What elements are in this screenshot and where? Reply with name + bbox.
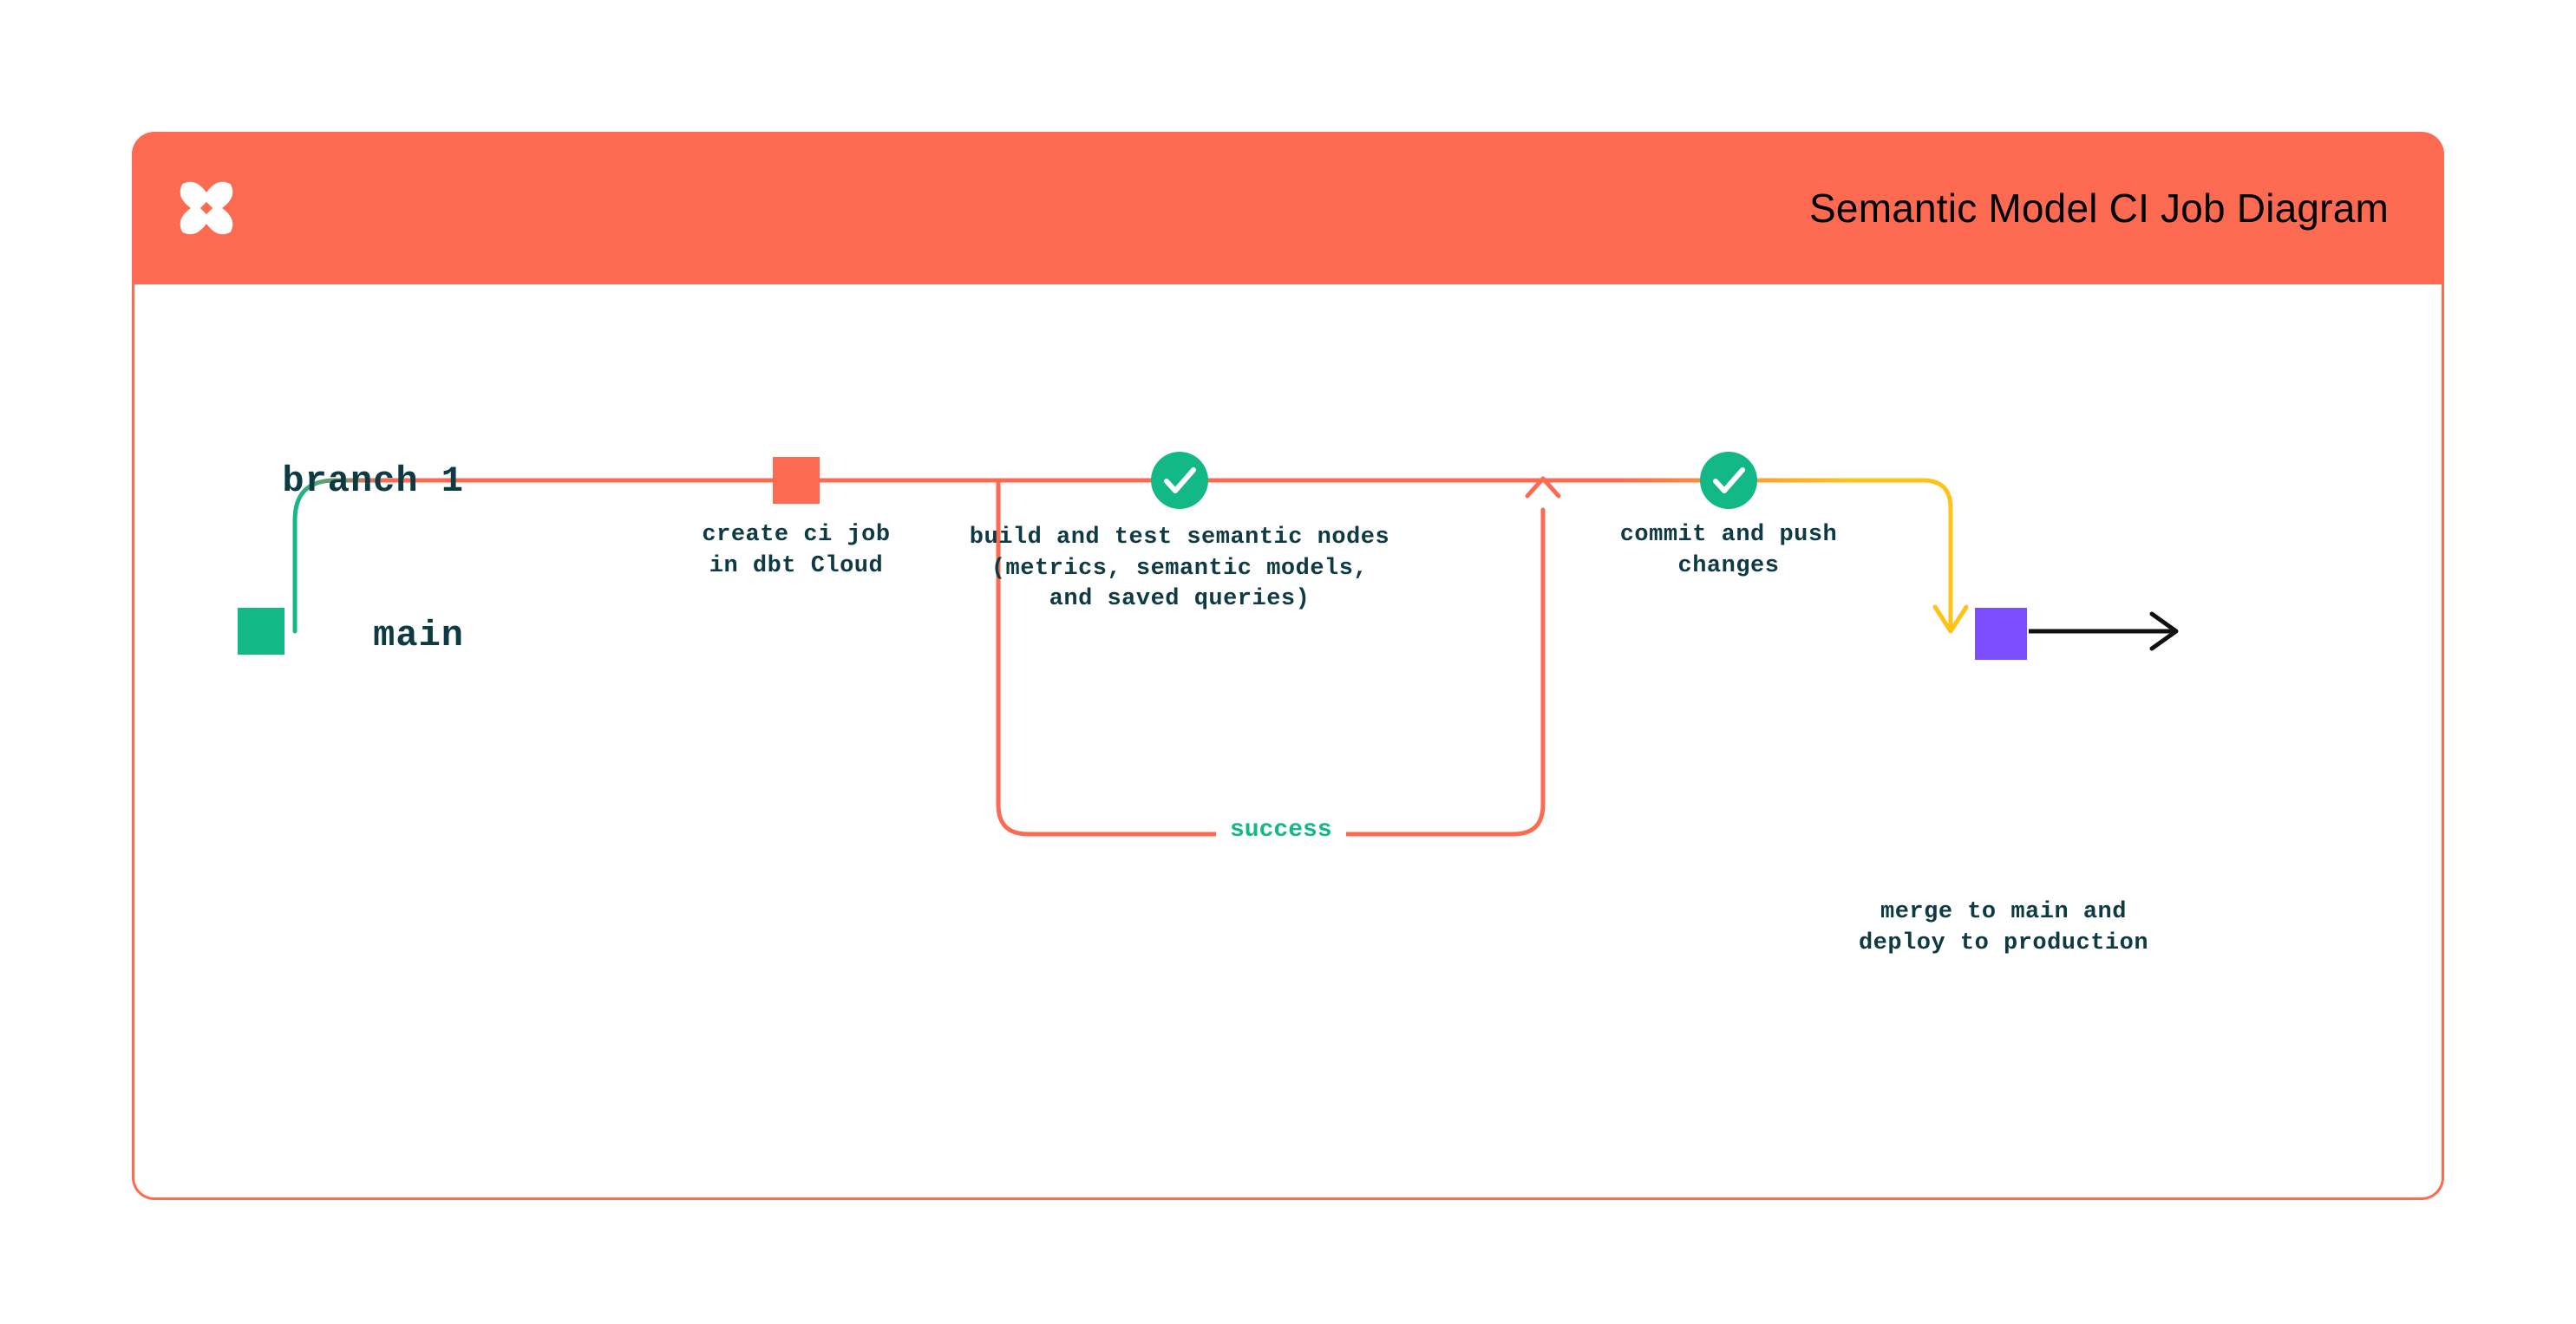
card-header: Semantic Model CI Job Diagram [132, 132, 2444, 284]
success-label: success [1216, 817, 1346, 844]
caption-create-ci-job: create ci job in dbt Cloud [702, 522, 891, 579]
branch-label-main: main [373, 615, 464, 656]
caption-commit-and-push: commit and push changes [1619, 522, 1838, 579]
page-title: Semantic Model CI Job Diagram [1809, 186, 2389, 231]
branch-1-line [292, 478, 1953, 634]
node-main-start [238, 608, 284, 655]
branch-diagram [238, 452, 2179, 837]
node-commit-and-push [1700, 452, 1757, 509]
dbt-logo-icon [170, 172, 243, 245]
merge-arrow [1932, 604, 1969, 634]
main-continues-arrow [2029, 611, 2179, 651]
branch-label-branch-1: branch 1 [282, 460, 464, 502]
diagram-card: Semantic Model CI Job Diagram [132, 132, 2444, 1200]
node-create-ci-job [773, 457, 820, 504]
caption-build-and-test: build and test semantic nodes (metrics, … [969, 525, 1390, 613]
node-merge-to-main [1975, 608, 2027, 660]
card-body: branch 1 main create ci job in dbt Cloud… [132, 284, 2444, 1200]
caption-merge-to-main: merge to main and deploy to production [1858, 899, 2149, 956]
node-build-and-test [1151, 452, 1208, 509]
